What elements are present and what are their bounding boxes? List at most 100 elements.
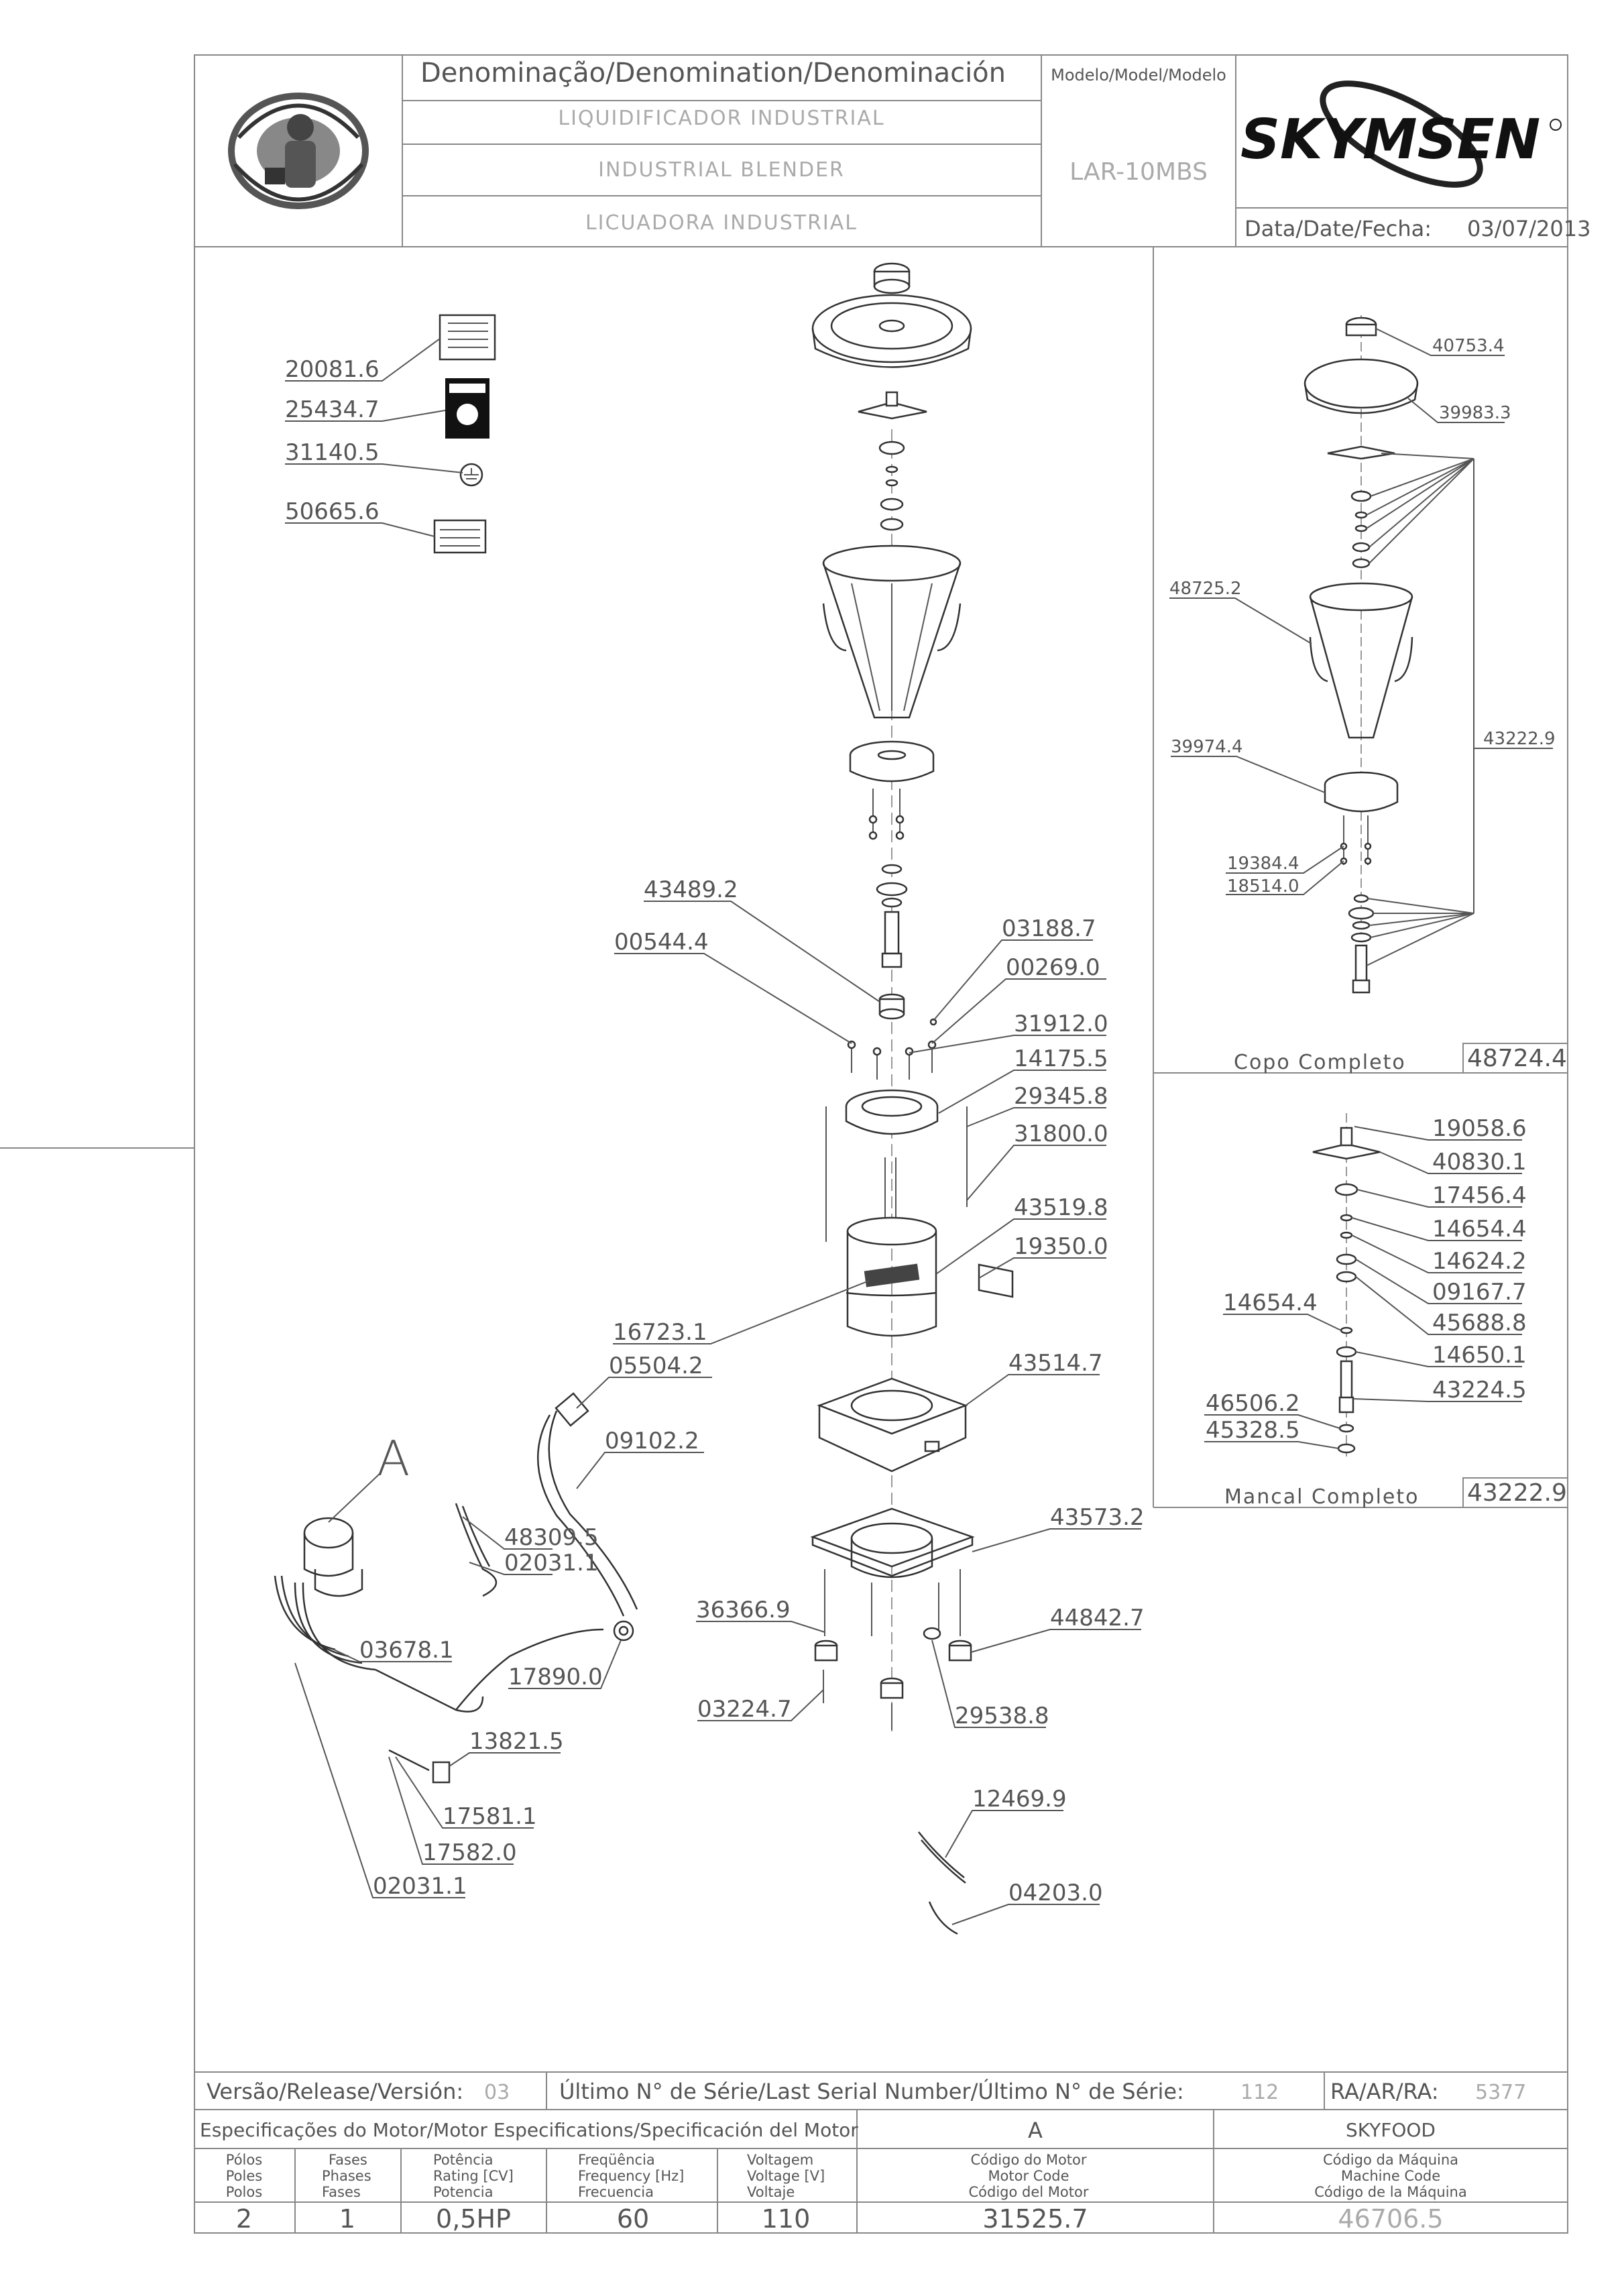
voltage-header-es: Voltaje	[747, 2184, 795, 2200]
motor-housing	[846, 1216, 937, 1337]
motor-code-header-pt: Código do Motor	[970, 2152, 1086, 2168]
label-part-50665-6: 50665.6	[285, 498, 380, 525]
model-number: LAR-10MBS	[1069, 158, 1208, 186]
copo-fan-leaders	[1366, 453, 1553, 966]
freq-header-es: Frecuencia	[578, 2184, 654, 2200]
label-part-31140-5: 31140.5	[285, 439, 380, 466]
main-part-43489-2: 43489.2	[644, 876, 738, 903]
model-label: Modelo/Model/Modelo	[1051, 66, 1226, 84]
brand-name: SKYMSEN	[1240, 108, 1540, 172]
machine-code-value: 46706.5	[1338, 2204, 1443, 2234]
bearing-stack	[876, 864, 908, 968]
mancal-part-09167-7: 09167.7	[1432, 1279, 1527, 1306]
label-part-20081-6: 20081.6	[285, 356, 380, 383]
wire-harness	[375, 1392, 638, 1784]
main-part-03678-1: 03678.1	[359, 1637, 454, 1664]
version-value: 03	[484, 2081, 510, 2104]
mancal-part-17456-4: 17456.4	[1432, 1182, 1527, 1209]
jar-base	[849, 740, 935, 783]
mancal-part-46506-2: 46506.2	[1206, 1390, 1300, 1417]
copo-title: Copo Completo	[1234, 1051, 1406, 1074]
copo-part-39974-4: 39974.4	[1171, 737, 1243, 757]
main-part-04203-0: 04203.0	[1008, 1880, 1103, 1906]
skymsen-logo: SKYMSEN	[1240, 80, 1562, 188]
product-name-en: INDUSTRIAL BLENDER	[598, 158, 845, 182]
date-label: Data/Date/Fecha:	[1244, 216, 1432, 241]
blender-jar	[822, 544, 962, 719]
mancal-part-14654-4: 14654.4	[1432, 1216, 1527, 1243]
mancal-part-43224-5: 43224.5	[1432, 1377, 1527, 1403]
main-part-16723-1: 16723.1	[613, 1319, 707, 1346]
main-part-14175-5: 14175.5	[1014, 1045, 1108, 1072]
freq-header-en: Frequency [Hz]	[578, 2168, 684, 2184]
mancal-part-14654-4-b: 14654.4	[1223, 1289, 1318, 1316]
mancal-completo-panel: 19058.6 40830.1 17456.4 14654.4 14624.2 …	[1204, 1113, 1567, 1509]
motor-spec-value: A	[1028, 2118, 1043, 2143]
serial-value: 112	[1240, 2081, 1279, 2104]
ra-value: 5377	[1475, 2081, 1526, 2104]
machine-code-header-en: Machine Code	[1341, 2168, 1440, 2184]
main-leaders: 43489.2 00544.4 03188.7 00269.0 31912.0 …	[294, 876, 1145, 1925]
motor-marker: A	[377, 1430, 410, 1487]
main-part-17582-0: 17582.0	[422, 1839, 517, 1866]
poles-header-en: Poles	[226, 2168, 262, 2184]
mancal-part-45688-8: 45688.8	[1432, 1310, 1527, 1336]
blade-set	[858, 391, 927, 531]
main-exploded-view: 43489.2 00544.4 03188.7 00269.0 31912.0 …	[274, 262, 1145, 1935]
power-value: 0,5HP	[436, 2204, 511, 2234]
mancal-title: Mancal Completo	[1224, 1485, 1420, 1509]
motor-spec-label: Especificações do Motor/Motor Especifica…	[200, 2119, 858, 2141]
main-part-29538-8: 29538.8	[955, 1703, 1049, 1729]
footer: Versão/Release/Versión: 03 Último N° de …	[200, 2078, 1526, 2234]
coupling	[878, 993, 905, 1020]
mancal-code: 43222.9	[1467, 1479, 1567, 1507]
base-screws	[868, 789, 905, 840]
main-part-02031-1-b: 02031.1	[373, 1873, 467, 1900]
power-header-pt: Potência	[433, 2152, 493, 2168]
main-part-00544-4: 00544.4	[614, 929, 709, 956]
main-part-03224-7: 03224.7	[697, 1696, 792, 1723]
main-part-09102-2: 09102.2	[605, 1428, 699, 1454]
lid-cap	[873, 262, 911, 294]
loose-cables	[918, 1831, 966, 1935]
voltage-header-en: Voltage [V]	[747, 2168, 825, 2184]
machine-code-header-pt: Código da Máquina	[1323, 2152, 1458, 2168]
voltage-value: 110	[762, 2204, 811, 2234]
main-part-12469-9: 12469.9	[972, 1786, 1067, 1813]
main-part-02031-1: 02031.1	[504, 1550, 599, 1576]
product-name-es: LICUADORA INDUSTRIAL	[585, 211, 858, 235]
tie-rods	[825, 1106, 968, 1242]
mancal-part-14624-2: 14624.2	[1432, 1248, 1527, 1275]
jar-lid	[811, 294, 972, 368]
main-part-17581-1: 17581.1	[443, 1803, 537, 1830]
part-25434-7: 25434.7	[285, 378, 489, 439]
motor-code-header-en: Motor Code	[988, 2168, 1069, 2184]
main-part-43519-8: 43519.8	[1014, 1194, 1108, 1221]
main-part-43573-2: 43573.2	[1050, 1504, 1145, 1531]
ra-label: RA/AR/RA:	[1330, 2079, 1439, 2104]
feet-and-screws	[814, 1569, 972, 1730]
main-part-03188-7: 03188.7	[1002, 915, 1096, 942]
authorized-technician-seal	[228, 93, 369, 209]
poles-value: 2	[236, 2204, 252, 2234]
copo-part-39983-3: 39983.3	[1439, 403, 1511, 423]
mancal-part-45328-5: 45328.5	[1206, 1417, 1300, 1444]
main-part-36366-9: 36366.9	[696, 1597, 791, 1623]
copo-part-18514-0: 18514.0	[1227, 876, 1299, 897]
phases-header-es: Fases	[322, 2184, 361, 2200]
motor-code-value: 31525.7	[982, 2204, 1088, 2234]
main-part-17890-0: 17890.0	[508, 1664, 603, 1690]
part-50665-6: 50665.6	[285, 498, 487, 554]
base-plate	[810, 1507, 975, 1578]
part-31140-5: 31140.5	[285, 439, 483, 487]
machine-code-header-es: Código de la Máquina	[1314, 2184, 1466, 2200]
sheet-frame	[0, 54, 1568, 2234]
decal-19350-0	[978, 1263, 1014, 1298]
main-part-05504-2: 05504.2	[609, 1353, 703, 1379]
copo-part-40753-4: 40753.4	[1432, 336, 1505, 356]
main-part-43514-7: 43514.7	[1008, 1350, 1103, 1377]
version-label: Versão/Release/Versión:	[207, 2079, 463, 2104]
machine-brand: SKYFOOD	[1346, 2119, 1436, 2141]
main-part-44842-7: 44842.7	[1050, 1605, 1145, 1631]
